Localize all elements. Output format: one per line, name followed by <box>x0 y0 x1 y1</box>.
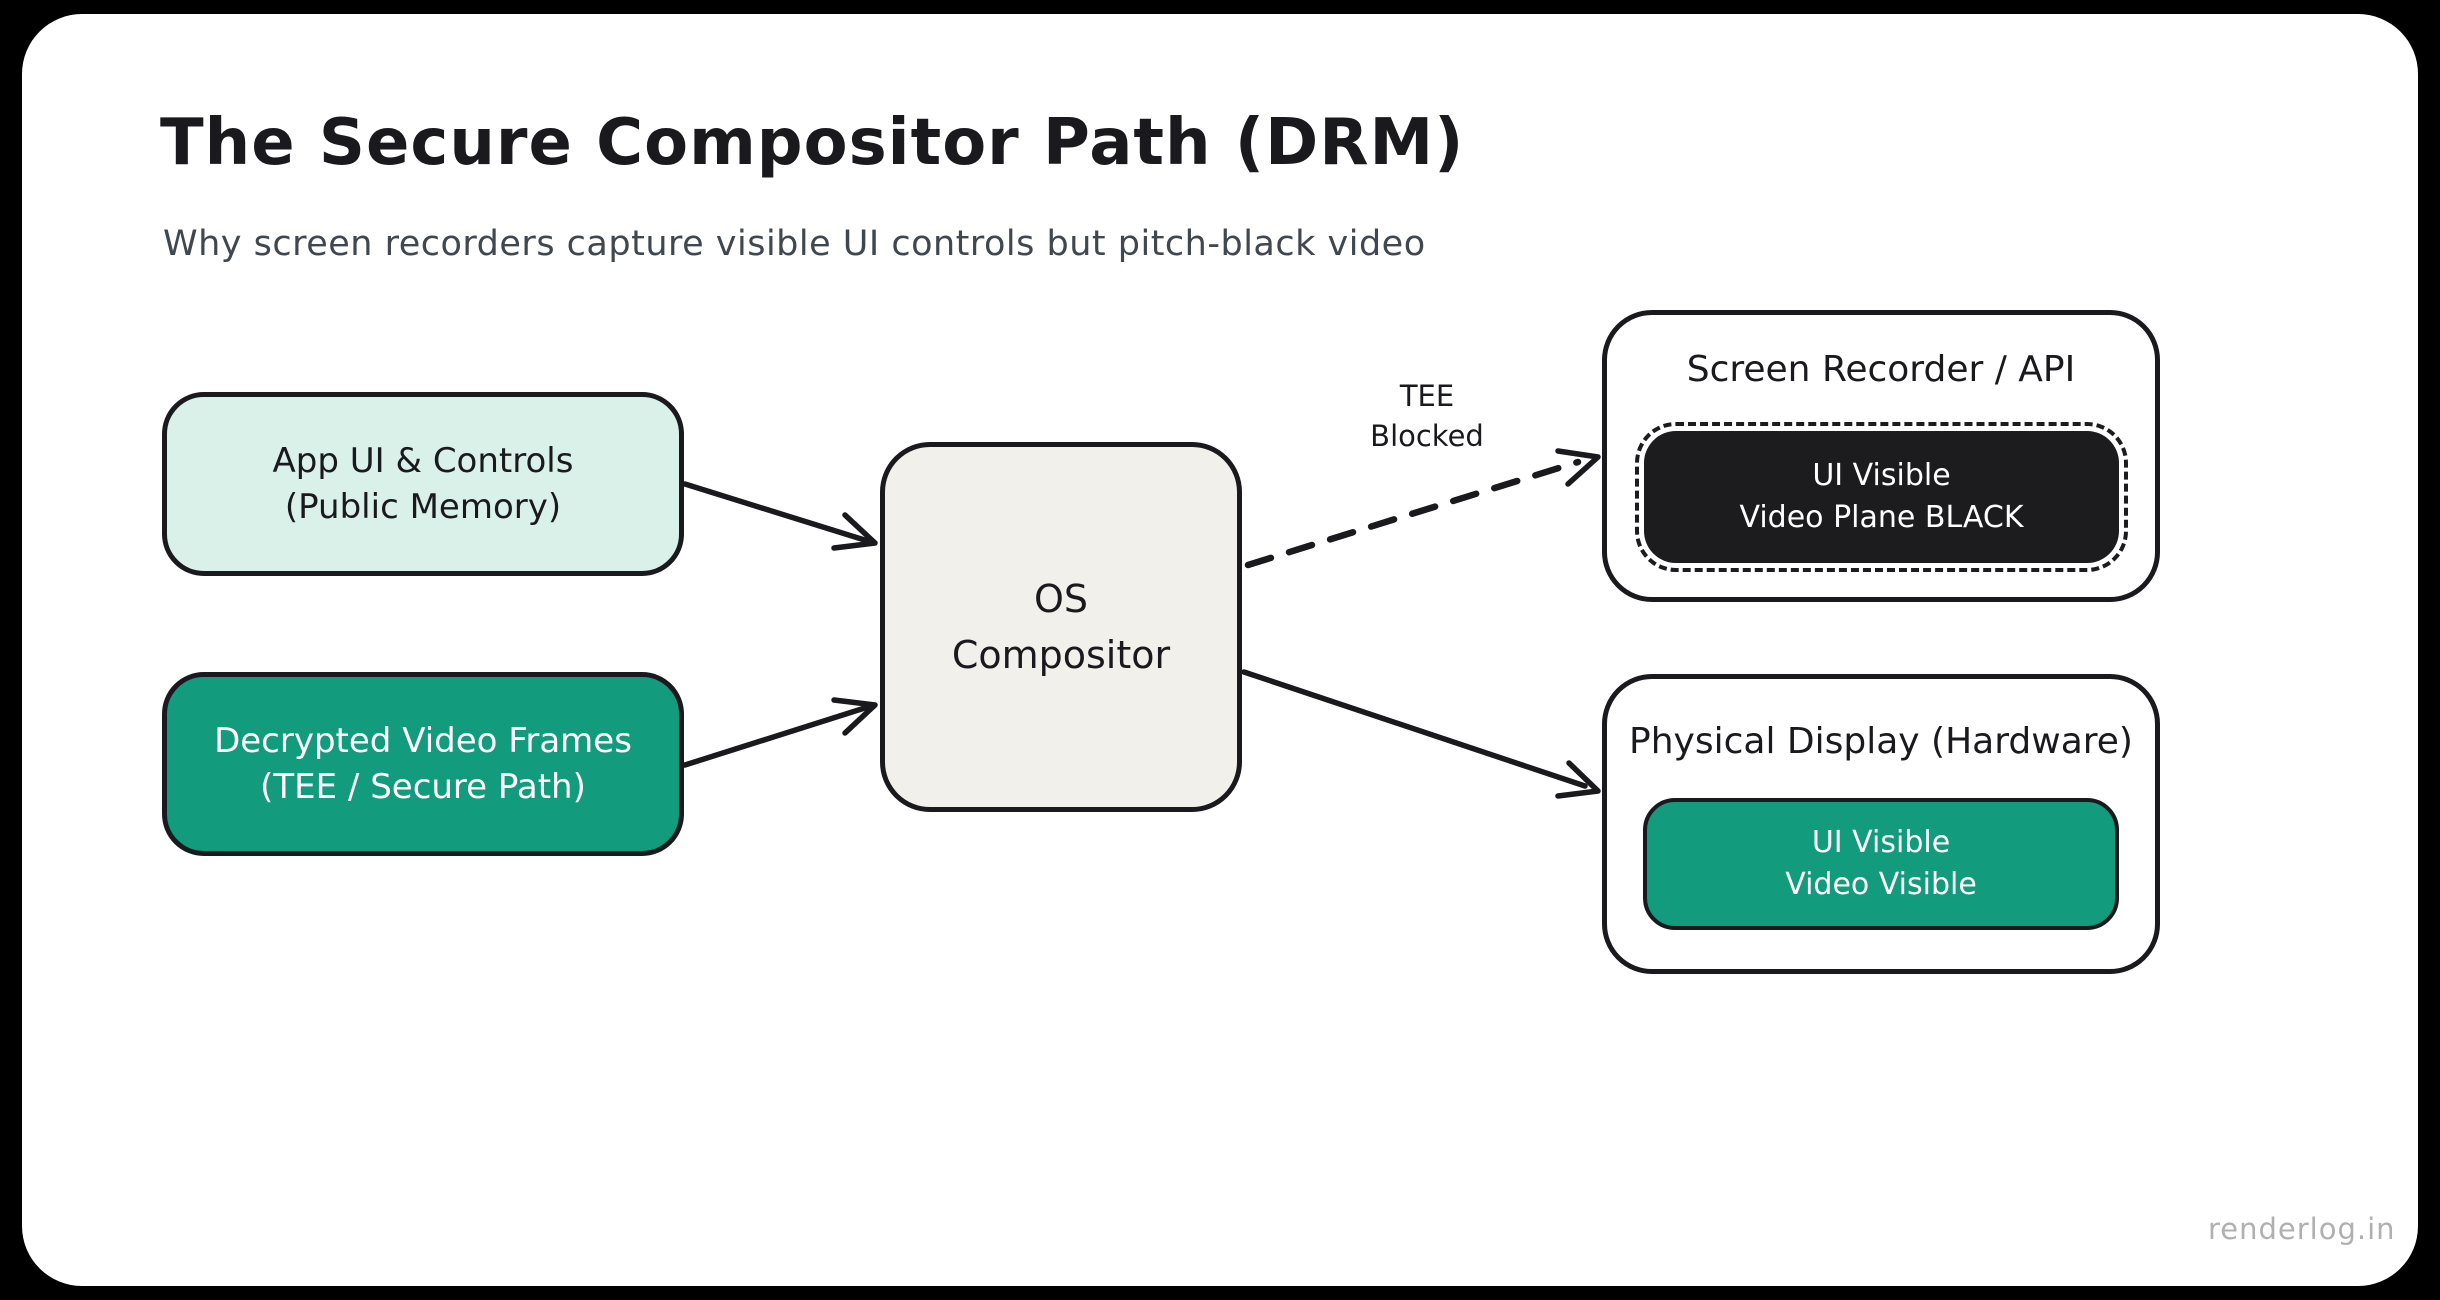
node-recorder-result-box: UI Visible Video Plane BLACK <box>1635 422 2128 572</box>
node-os-compositor-line1: OS <box>1033 577 1089 621</box>
watermark: renderlog.in <box>2208 1212 2396 1246</box>
node-recorder-result-line2: Video Plane BLACK <box>1739 500 2024 535</box>
node-display-result-box: UI Visible Video Visible <box>1643 798 2119 930</box>
node-os-compositor: OS Compositor <box>880 442 1242 812</box>
diagram-subtitle: Why screen recorders capture visible UI … <box>163 224 1426 264</box>
node-recorder-result-line1: UI Visible <box>1812 458 1951 493</box>
node-screen-recorder-title: Screen Recorder / API <box>1686 349 2076 390</box>
node-physical-display: Physical Display (Hardware) UI Visible V… <box>1602 674 2160 974</box>
node-display-result-line1: UI Visible <box>1811 825 1951 860</box>
diagram-card: The Secure Compositor Path (DRM) Why scr… <box>22 14 2418 1286</box>
node-app-ui: App UI & Controls (Public Memory) <box>162 392 684 576</box>
node-decrypted-video-frames: Decrypted Video Frames (TEE / Secure Pat… <box>162 672 684 856</box>
node-decrypted-video-line1: Decrypted Video Frames <box>214 721 632 761</box>
node-physical-display-title: Physical Display (Hardware) <box>1629 721 2133 762</box>
node-decrypted-video-line2: (TEE / Secure Path) <box>260 767 586 807</box>
node-os-compositor-line2: Compositor <box>951 633 1171 677</box>
edge-label-tee-blocked-line2: Blocked <box>1370 419 1484 453</box>
node-app-ui-line2: (Public Memory) <box>284 487 562 527</box>
edge-label-tee-blocked-line1: TEE <box>1399 379 1455 413</box>
node-display-result-line2: Video Visible <box>1785 867 1977 902</box>
node-app-ui-line1: App UI & Controls <box>272 441 574 481</box>
arrow-app-ui-to-compositor <box>682 481 878 551</box>
node-screen-recorder: Screen Recorder / API UI Visible Video P… <box>1602 310 2160 602</box>
arrow-compositor-to-display <box>1241 669 1601 799</box>
diagram-title: The Secure Compositor Path (DRM) <box>160 106 1465 180</box>
arrow-compositor-to-recorder-dashed <box>1244 448 1601 569</box>
edge-label-tee-blocked: TEE Blocked <box>1322 376 1532 456</box>
arrow-video-frames-to-compositor <box>682 697 878 768</box>
